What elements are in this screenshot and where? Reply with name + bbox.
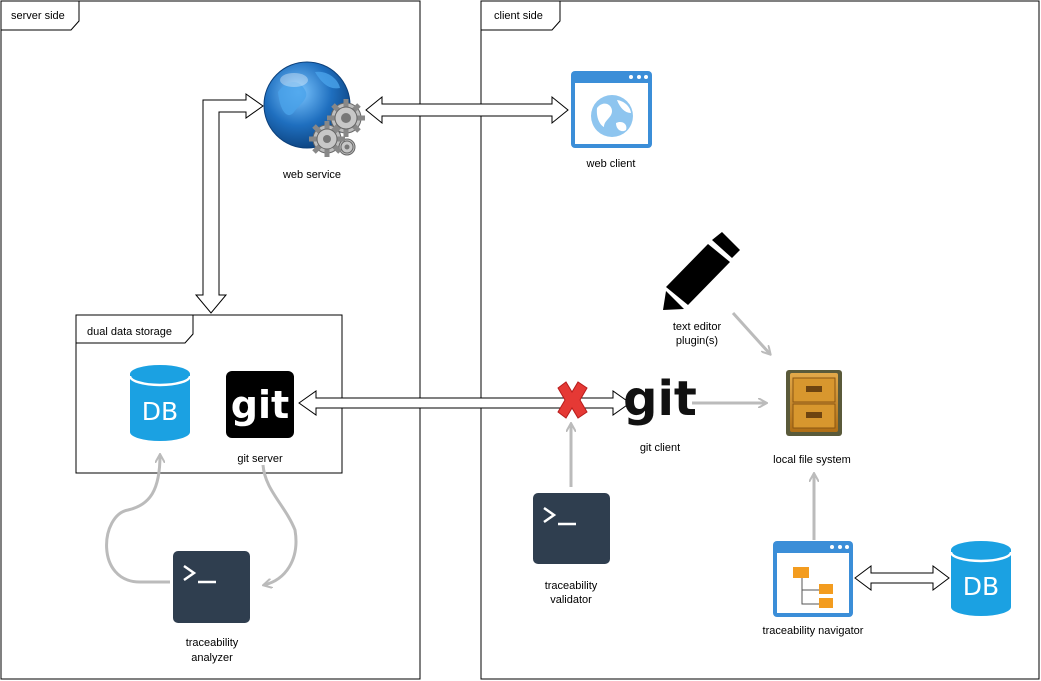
webservice-storage-arrow: [194, 93, 264, 314]
webservice-webclient-arrow: [365, 95, 569, 125]
globe-gears-icon: [263, 61, 365, 157]
text-editor-label-line2: plugin(s): [676, 335, 718, 347]
terminal-icon: [533, 493, 610, 564]
database-icon: DB: [128, 365, 192, 441]
client-side-label: client side: [494, 10, 543, 22]
server-side-frame: server side: [0, 0, 421, 680]
gitserver-to-analyzer-arrow: [263, 464, 298, 585]
gitserver-gitclient-arrow: [298, 390, 631, 416]
server-side-label: server side: [11, 10, 65, 22]
dual-data-storage-frame: dual data storage: [75, 314, 343, 474]
file-cabinet-icon: [786, 370, 842, 436]
navigator-db-arrow: [854, 565, 950, 591]
git-logo-icon: git: [226, 371, 294, 438]
git-server-label: git server: [237, 453, 283, 465]
navigator-label: traceability navigator: [763, 625, 864, 637]
git-server-logo-text: git: [231, 383, 289, 427]
tree-window-icon: [773, 541, 853, 617]
analyzer-label-line1: traceability: [186, 637, 239, 649]
web-client-label: web client: [586, 158, 636, 170]
error-x-icon: [557, 381, 588, 419]
pencil-icon: [663, 232, 740, 310]
client-side-frame: client side: [480, 0, 1040, 680]
database-icon: DB: [949, 541, 1013, 616]
editor-to-filesystem-arrow: [731, 311, 770, 354]
browser-window-icon: [571, 71, 652, 148]
analyzer-to-db-arrow: [105, 455, 170, 584]
gray-arrows: [105, 311, 814, 585]
git-client-logo: git: [623, 371, 697, 427]
terminal-icon: [173, 551, 250, 623]
validator-label-line1: traceability: [545, 580, 598, 592]
web-service-label: web service: [282, 169, 341, 181]
local-fs-label: local file system: [773, 454, 851, 466]
validator-label-line2: validator: [550, 594, 592, 606]
db-text: DB: [142, 397, 178, 426]
text-editor-label-line1: text editor: [673, 321, 722, 333]
dual-data-storage-label: dual data storage: [87, 326, 172, 338]
git-client-label: git client: [640, 442, 680, 454]
db-text: DB: [963, 572, 999, 601]
analyzer-label-line2: analyzer: [191, 652, 233, 664]
